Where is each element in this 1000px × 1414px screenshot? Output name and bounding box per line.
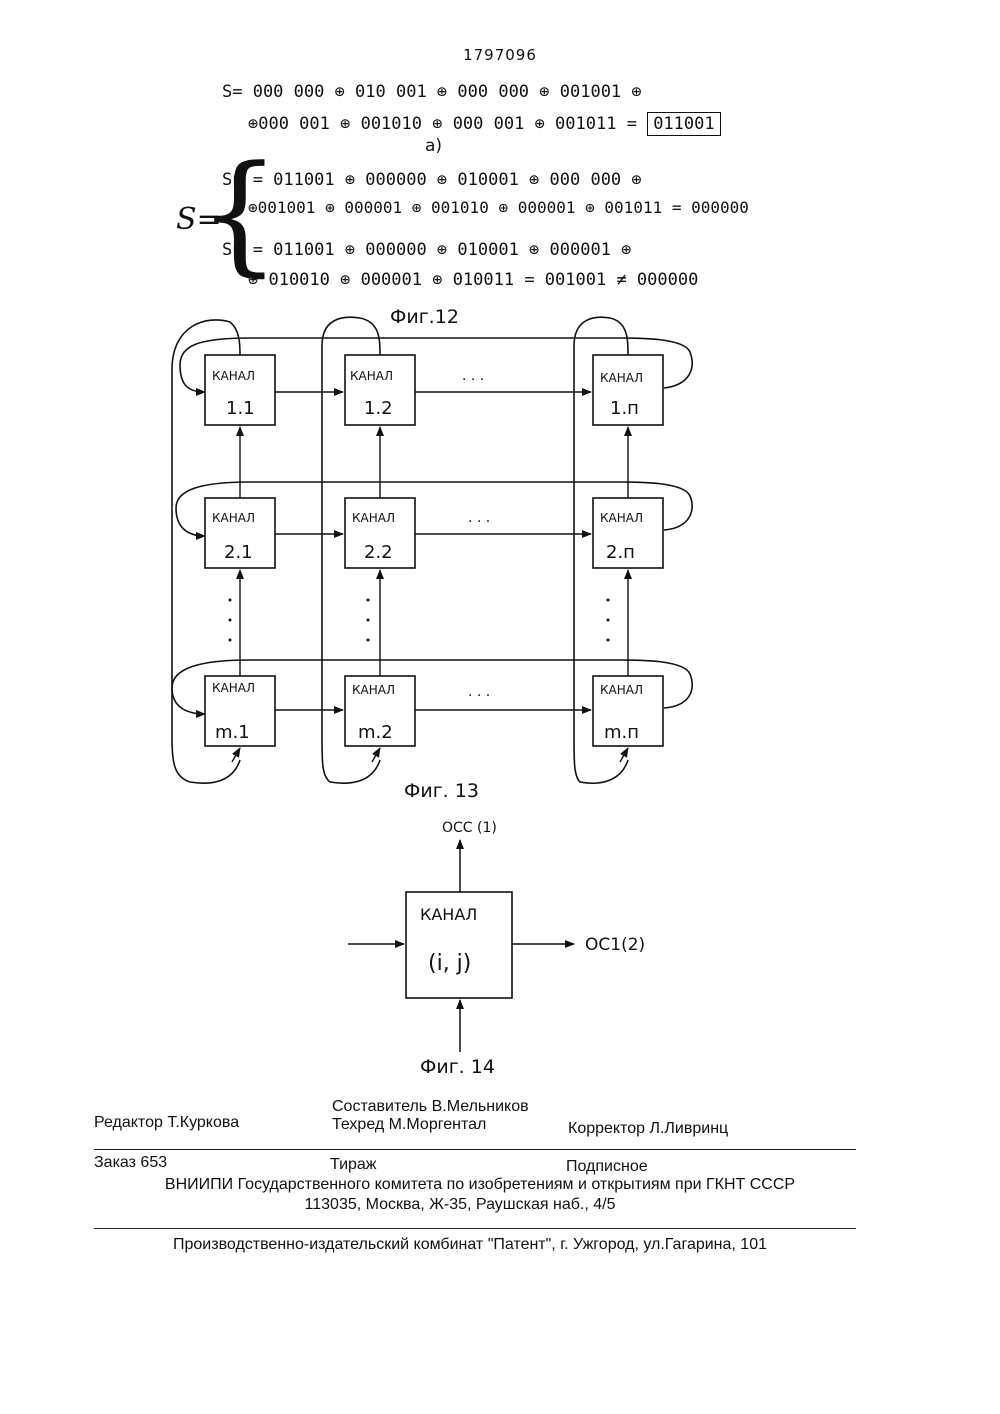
footer-address: 113035, Москва, Ж-35, Раушская наб., 4/5 — [0, 1196, 920, 1214]
block-2-1-word: КАНАЛ — [212, 511, 255, 525]
block-2-1-index: 2.1 — [224, 542, 253, 563]
block-2-2-index: 2.2 — [364, 542, 393, 563]
footer-techred: Техред М.Моргентал — [332, 1116, 486, 1134]
block-m-2-word: КАНАЛ — [352, 683, 395, 697]
block-1-n-index: 1.п — [610, 398, 639, 419]
ellipsis-row-2: . . . — [468, 510, 490, 526]
fig14-diagram: КАНАЛ (i, j) ОСС (1) ОС1(2) — [348, 820, 645, 1052]
footer-rule-2 — [94, 1228, 856, 1229]
block-m-2-index: m.2 — [358, 722, 393, 743]
footer-editor: Редактор Т.Куркова — [94, 1114, 239, 1132]
block-1-2-index: 1.2 — [364, 398, 393, 419]
block-m-n-word: КАНАЛ — [600, 683, 643, 697]
footer-org: ВНИИПИ Государственного комитета по изоб… — [0, 1176, 960, 1194]
footer-corrector: Корректор Л.Ливринц — [568, 1120, 728, 1138]
fig14-label-right: ОС1(2) — [585, 935, 645, 955]
fig13-vertical-dots — [229, 599, 610, 642]
footer-circulation: Тираж — [330, 1156, 377, 1174]
fig13-block-indices: 1.1 1.2 1.п 2.1 2.2 2.п m.1 m.2 m.п — [215, 398, 639, 743]
block-1-1-word: КАНАЛ — [212, 369, 255, 383]
ellipsis-row-3: . . . — [468, 684, 490, 700]
fig14-block-index: (i, j) — [428, 951, 471, 976]
block-m-1-index: m.1 — [215, 722, 250, 743]
fig13-links — [232, 392, 628, 762]
fig13-block-labels: КАНАЛ КАНАЛ КАНАЛ КАНАЛ КАНАЛ КАНАЛ КАНА… — [212, 369, 643, 697]
footer-rule-1 — [94, 1149, 856, 1150]
block-1-n-word: КАНАЛ — [600, 371, 643, 385]
block-2-n-index: 2.п — [606, 542, 635, 563]
fig14-caption: Фиг. 14 — [420, 1056, 495, 1078]
fig13-blocks — [205, 355, 663, 746]
block-2-2-word: КАНАЛ — [352, 511, 395, 525]
fig13-caption: Фиг. 13 — [404, 780, 479, 802]
block-1-1-index: 1.1 — [226, 398, 255, 419]
block-m-n-index: m.п — [604, 722, 639, 743]
block-1-2-word: КАНАЛ — [350, 369, 393, 383]
footer-publisher: Производственно-издательский комбинат "П… — [0, 1236, 940, 1254]
footer-order: Заказ 653 — [94, 1154, 167, 1172]
block-2-n-word: КАНАЛ — [600, 511, 643, 525]
fig14-label-top: ОСС (1) — [442, 820, 497, 836]
fig14-block-word: КАНАЛ — [420, 905, 477, 924]
footer-subscription: Подписное — [566, 1158, 648, 1176]
footer-compiler: Составитель В.Мельников — [332, 1098, 529, 1116]
ellipsis-row-1: . . . — [462, 368, 484, 384]
block-m-1-word: КАНАЛ — [212, 681, 255, 695]
